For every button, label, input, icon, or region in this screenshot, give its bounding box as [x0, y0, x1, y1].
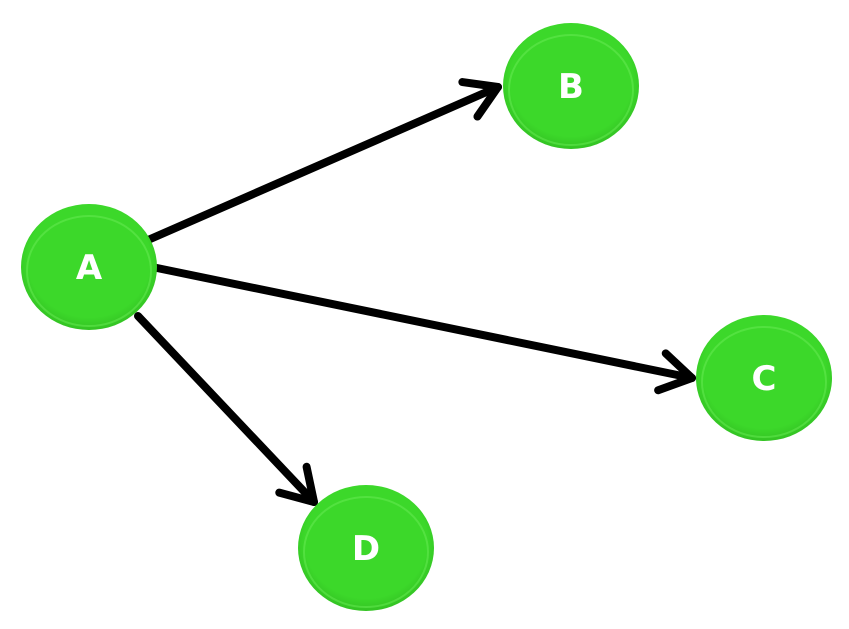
node-highlight	[26, 215, 152, 327]
node-label: A	[76, 248, 103, 288]
node-circle	[503, 23, 639, 149]
edge-a-to-b	[144, 78, 502, 244]
node-d: D	[298, 485, 434, 611]
edge-line	[144, 83, 502, 244]
node-highlight	[303, 496, 429, 608]
edge-a-to-c	[153, 264, 696, 395]
edge-line	[153, 264, 696, 382]
arrowhead-icon	[458, 78, 502, 121]
nodes-layer: A B C D	[21, 23, 832, 611]
node-label: C	[752, 359, 777, 399]
node-circle	[21, 204, 157, 330]
arrowhead-icon	[654, 349, 696, 395]
node-label: D	[352, 529, 380, 569]
node-circle	[298, 485, 434, 611]
arrowhead-icon	[275, 462, 318, 506]
edges-layer	[134, 78, 696, 506]
node-b: B	[503, 23, 639, 149]
node-highlight	[508, 34, 634, 146]
node-a: A	[21, 204, 157, 330]
node-label: B	[558, 67, 584, 107]
node-circle	[696, 315, 832, 441]
edge-line	[134, 312, 318, 506]
node-c: C	[696, 315, 832, 441]
node-highlight	[701, 326, 827, 438]
edge-a-to-d	[134, 312, 318, 506]
